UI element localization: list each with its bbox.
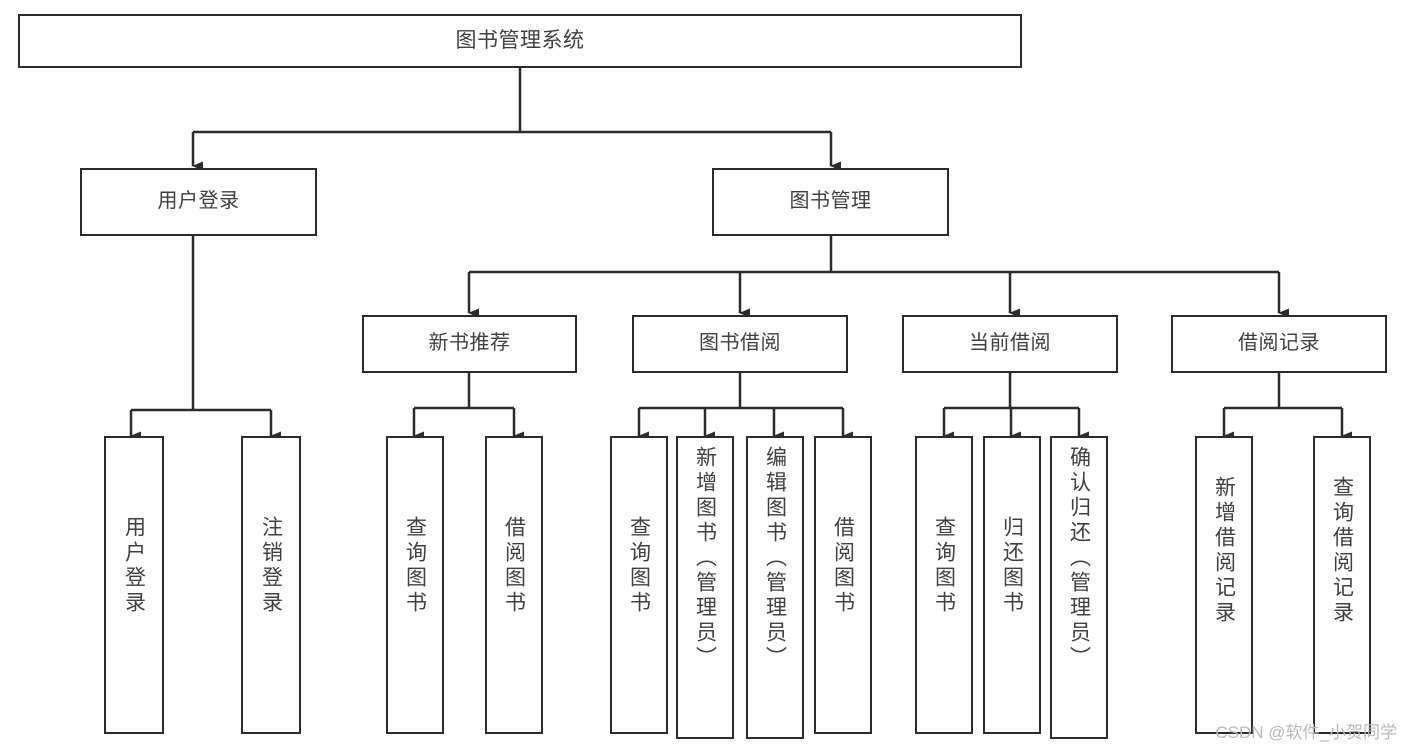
- node-label: 用户登录: [157, 190, 240, 213]
- node-label: 用户登录: [122, 516, 146, 616]
- leaf-logout[interactable]: 注销登录: [241, 436, 301, 734]
- leaf-borrow-book-new[interactable]: 借阅图书: [485, 436, 543, 734]
- node-current-borrow[interactable]: 当前借阅: [902, 315, 1118, 373]
- node-label: 当前借阅: [969, 332, 1051, 355]
- node-label: 新增图书（管理员）: [693, 446, 717, 671]
- leaf-query-book-borrow[interactable]: 查询图书: [610, 436, 668, 734]
- node-label: 图书管理: [789, 190, 872, 213]
- node-label: 借阅记录: [1238, 332, 1320, 355]
- node-user-login[interactable]: 用户登录: [80, 168, 317, 236]
- node-label: 新增借阅记录: [1212, 476, 1236, 626]
- node-label: 查询借阅记录: [1330, 476, 1354, 626]
- node-label: 确认归还（管理员）: [1067, 446, 1091, 671]
- leaf-query-borrow-record[interactable]: 查询借阅记录: [1313, 436, 1371, 734]
- leaf-borrow-book[interactable]: 借阅图书: [814, 436, 872, 734]
- node-label: 图书管理系统: [455, 28, 585, 52]
- node-label: 图书借阅: [699, 332, 781, 355]
- node-label: 借阅图书: [831, 516, 855, 616]
- node-label: 查询图书: [627, 516, 651, 616]
- node-new-book-recommend[interactable]: 新书推荐: [362, 315, 577, 373]
- node-label: 注销登录: [259, 516, 283, 616]
- node-label: 借阅图书: [502, 516, 526, 616]
- node-root-system[interactable]: 图书管理系统: [18, 14, 1022, 68]
- node-book-management[interactable]: 图书管理: [712, 168, 949, 236]
- node-label: 查询图书: [403, 516, 427, 616]
- leaf-confirm-return-admin[interactable]: 确认归还（管理员）: [1050, 436, 1108, 739]
- leaf-user-login[interactable]: 用户登录: [104, 436, 164, 734]
- leaf-query-book-current[interactable]: 查询图书: [915, 436, 973, 734]
- node-book-borrow[interactable]: 图书借阅: [632, 315, 848, 373]
- leaf-add-book-admin[interactable]: 新增图书（管理员）: [676, 436, 734, 739]
- node-label: 归还图书: [1000, 516, 1024, 616]
- node-borrow-record[interactable]: 借阅记录: [1171, 315, 1387, 373]
- node-label: 编辑图书（管理员）: [763, 446, 787, 671]
- node-label: 新书推荐: [428, 332, 511, 355]
- node-label: 查询图书: [932, 516, 956, 616]
- leaf-query-book-new[interactable]: 查询图书: [386, 436, 444, 734]
- leaf-edit-book-admin[interactable]: 编辑图书（管理员）: [746, 436, 804, 739]
- leaf-return-book[interactable]: 归还图书: [983, 436, 1041, 734]
- csdn-watermark: CSDN @软件_小贺同学: [1215, 723, 1397, 742]
- leaf-add-borrow-record[interactable]: 新增借阅记录: [1195, 436, 1253, 734]
